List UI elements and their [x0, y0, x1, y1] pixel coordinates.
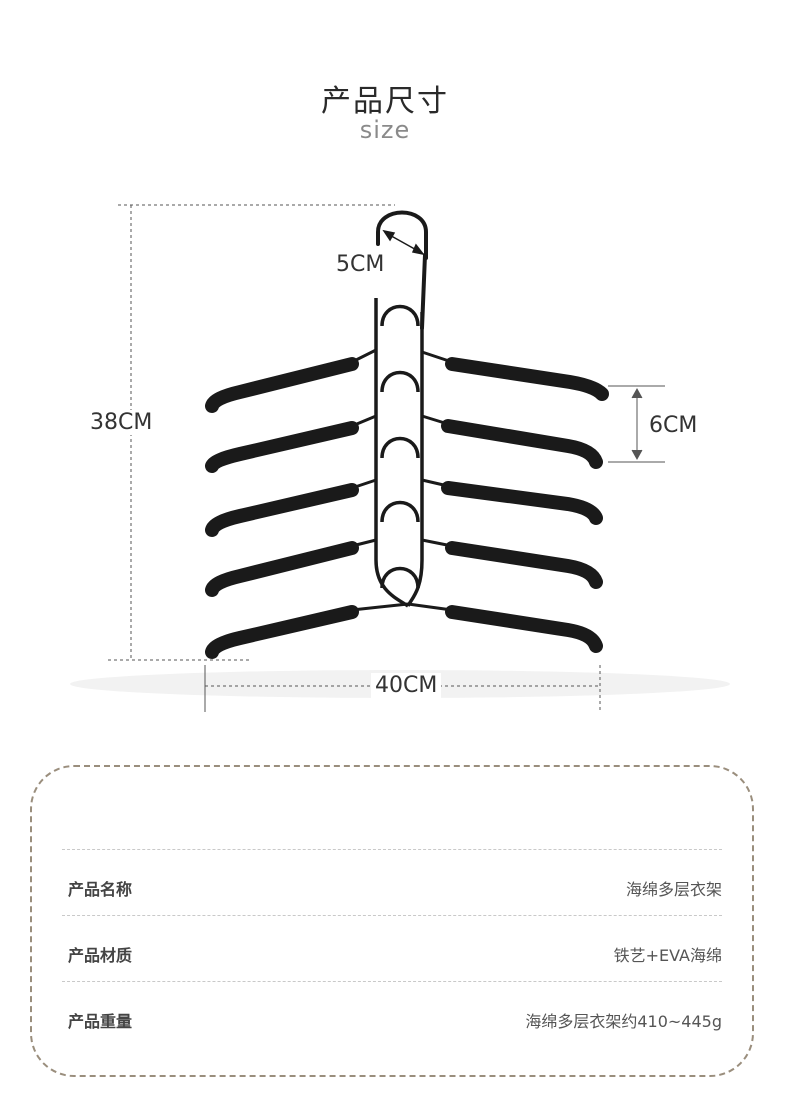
hook-gap-label: 5CM	[332, 252, 389, 277]
spec-label: 产品重量	[68, 1012, 133, 1031]
page-title: 产品尺寸	[321, 84, 449, 119]
hanger-spine	[374, 298, 424, 608]
spec-label: 产品名称	[68, 880, 133, 899]
spec-label: 产品材质	[68, 946, 133, 965]
hanger-illustration	[70, 204, 730, 712]
spec-row-weight: 产品重量 海绵多层衣架约410~445g	[62, 981, 722, 1048]
hook-gap-arrow	[382, 229, 425, 256]
spec-row-name: 产品名称 海绵多层衣架	[62, 849, 722, 916]
height-dimension	[108, 204, 395, 661]
spec-card: 产品名称 海绵多层衣架 产品材质 铁艺+EVA海绵 产品重量 海绵多层衣架约41…	[30, 765, 754, 1077]
hanger-arms	[205, 348, 609, 659]
page-subtitle: size	[359, 116, 411, 144]
width-dimension	[204, 665, 601, 712]
height-label: 38CM	[86, 410, 157, 435]
hanger-diagram: 5CM 38CM 6CM 40CM	[70, 204, 730, 712]
spec-row-material: 产品材质 铁艺+EVA海绵	[62, 915, 722, 982]
tier-spacing-dimension	[608, 385, 665, 463]
width-label: 40CM	[371, 673, 442, 698]
spec-value: 铁艺+EVA海绵	[613, 946, 722, 965]
spec-value: 海绵多层衣架约410~445g	[525, 1012, 722, 1031]
spec-value: 海绵多层衣架	[625, 880, 722, 899]
tier-spacing-label: 6CM	[645, 413, 702, 438]
